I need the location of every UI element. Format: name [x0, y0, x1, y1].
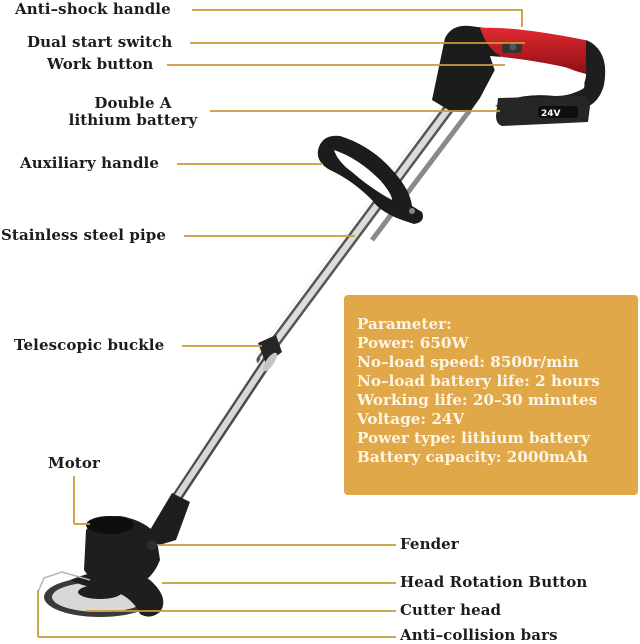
parameter-list: Parameter: Power: 650W No–load speed: 85…: [357, 315, 600, 467]
label-fender: Fender: [400, 535, 459, 553]
parameter-no-load-battery-life: No–load battery life: 2 hours: [357, 372, 600, 390]
parameter-battery-capacity: Battery capacity: 2000mAh: [357, 448, 588, 466]
svg-text:24V: 24V: [541, 109, 561, 119]
parameter-power-type: Power type: lithium battery: [357, 429, 590, 447]
label-stainless-steel-pipe: Stainless steel pipe: [1, 226, 167, 244]
label-work-button: Work button: [47, 55, 154, 73]
label-cutter-head: Cutter head: [400, 601, 502, 619]
label-battery: Double A lithium battery: [60, 95, 206, 129]
parameter-title: Parameter:: [357, 315, 452, 333]
auxiliary-handle-icon: [317, 135, 423, 224]
label-anti-collision-bars: Anti–collision bars: [400, 626, 558, 644]
parameter-no-load-speed: No–load speed: 8500r/min: [357, 353, 579, 371]
label-telescopic-buckle: Telescopic buckle: [14, 336, 165, 354]
label-battery-line1: Double A: [94, 94, 172, 112]
label-dual-start-switch: Dual start switch: [27, 33, 173, 51]
main-handle-icon: [432, 25, 606, 112]
fender-icon: [70, 570, 164, 617]
parameter-working-life: Working life: 20–30 minutes: [357, 391, 598, 409]
anti-collision-bar-icon: [37, 571, 91, 593]
label-motor: Motor: [48, 454, 100, 472]
label-head-rotation-button: Head Rotation Button: [400, 573, 588, 591]
label-anti-shock-handle: Anti–shock handle: [15, 0, 171, 18]
steel-pipe-icon: [169, 94, 472, 506]
callout-lines: [37, 9, 525, 638]
telescopic-buckle-icon: [258, 335, 282, 372]
label-battery-line2: lithium battery: [68, 111, 198, 129]
battery-icon: 24V: [496, 96, 590, 126]
label-auxiliary-handle: Auxiliary handle: [20, 154, 160, 172]
parameter-power: Power: 650W: [357, 334, 469, 352]
parameter-panel: Parameter: Power: 650W No–load speed: 85…: [344, 295, 638, 495]
parameter-voltage: Voltage: 24V: [357, 410, 465, 428]
